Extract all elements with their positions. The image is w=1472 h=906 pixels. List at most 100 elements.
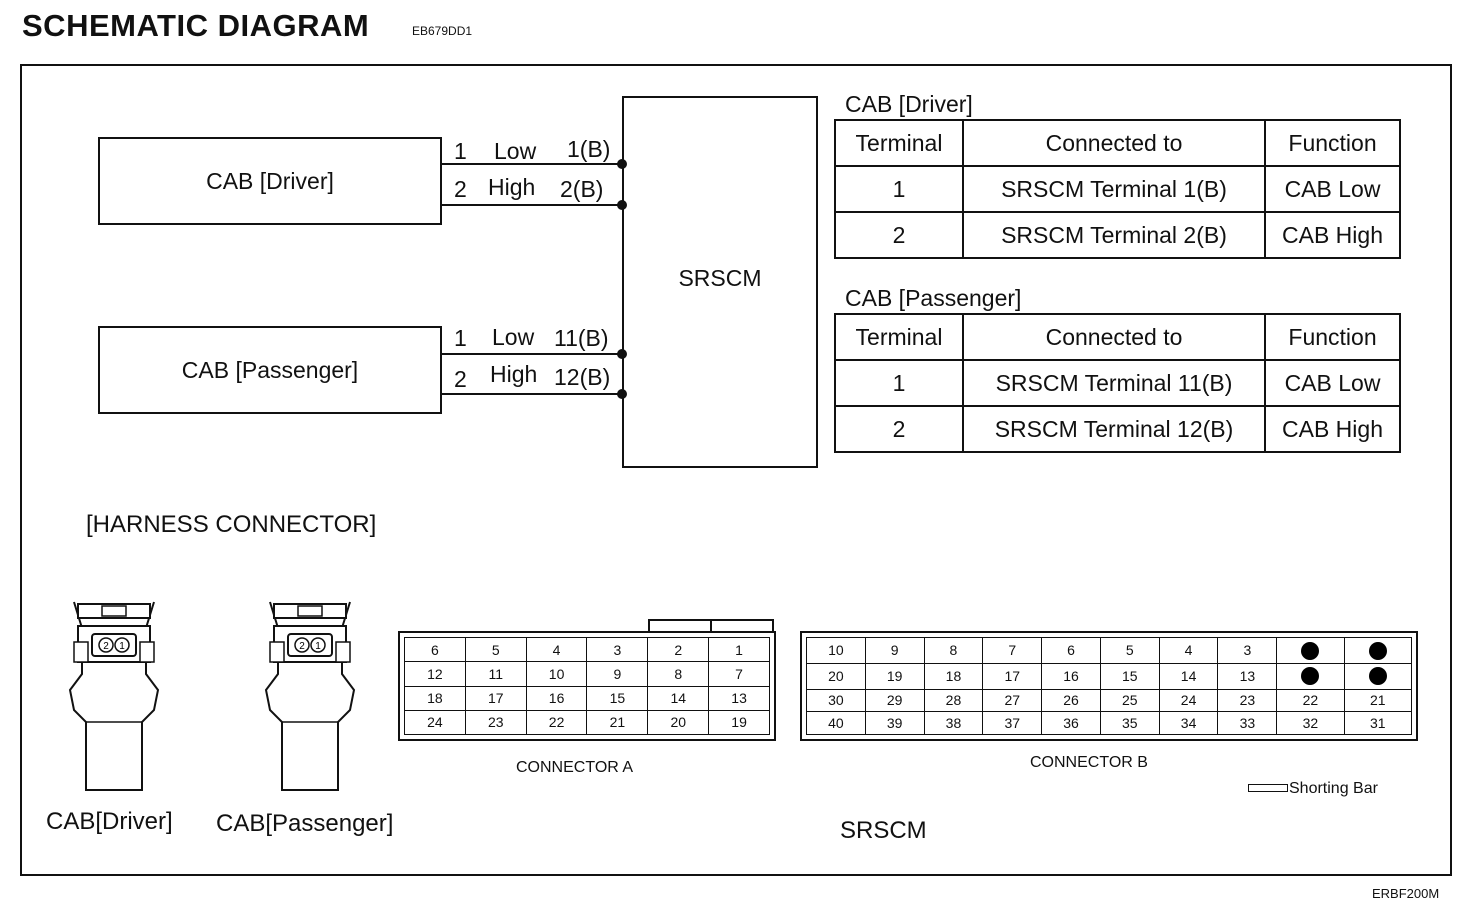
connector-pin: 22 bbox=[525, 709, 588, 736]
connector-pin: 5 bbox=[1099, 637, 1160, 664]
shorting-bar-swatch bbox=[1248, 784, 1288, 792]
wire-name-label: High bbox=[488, 174, 536, 200]
connector-pin: 16 bbox=[1041, 662, 1101, 690]
wire-pin-label: 2 bbox=[454, 176, 467, 202]
junction-dot bbox=[617, 159, 627, 169]
page-title: SCHEMATIC DIAGRAM bbox=[22, 8, 370, 43]
connector-pin: 33 bbox=[1217, 711, 1278, 735]
wire-term-label: 1(B) bbox=[567, 136, 611, 162]
connector-pin: 32 bbox=[1276, 711, 1345, 735]
connector-pin: 13 bbox=[708, 685, 770, 711]
connector-pin: 37 bbox=[982, 711, 1043, 735]
connector-pin: 17 bbox=[982, 662, 1043, 690]
connector-a-key bbox=[648, 619, 774, 633]
connector-pin: 39 bbox=[864, 711, 925, 735]
connector-pin: 14 bbox=[1158, 662, 1219, 690]
junction-dot bbox=[617, 389, 627, 399]
wire-pin-label: 2 bbox=[454, 366, 467, 392]
connector-pin: 17 bbox=[464, 685, 527, 711]
connector-pin: 5 bbox=[464, 636, 527, 663]
connector-pin: 19 bbox=[708, 709, 770, 736]
terminal-table-passenger: Terminal Connected to Function 1 SRSCM T… bbox=[834, 313, 1401, 453]
connector-pin: 15 bbox=[1099, 662, 1160, 690]
table-header: Terminal bbox=[834, 313, 964, 361]
connector-pin: 7 bbox=[982, 637, 1043, 664]
table-title-driver: CAB [Driver] bbox=[845, 91, 973, 117]
connector-pin: 27 bbox=[982, 688, 1043, 713]
connector-pin: 24 bbox=[1158, 688, 1219, 713]
wire-name-label: Low bbox=[494, 138, 537, 164]
connector-pin: 13 bbox=[1217, 662, 1278, 690]
connector-pin: 19 bbox=[864, 662, 925, 690]
connector-pin: 1 bbox=[708, 636, 770, 663]
pin-label: 2 bbox=[299, 641, 305, 652]
pin-label: 1 bbox=[119, 641, 125, 652]
wire-term-label: 12(B) bbox=[554, 364, 611, 390]
connector-pin: 25 bbox=[1099, 688, 1160, 713]
wire-pin-label: 1 bbox=[454, 138, 467, 164]
connector-pin: 8 bbox=[923, 637, 984, 664]
terminal-table-driver: Terminal Connected to Function 1 SRSCM T… bbox=[834, 119, 1401, 259]
pin-label: 2 bbox=[103, 641, 109, 652]
connector-pin: 4 bbox=[1158, 637, 1219, 664]
connector-pin: 28 bbox=[923, 688, 984, 713]
table-cell: CAB High bbox=[1264, 211, 1401, 259]
table-header: Terminal bbox=[834, 119, 964, 167]
table-title-passenger: CAB [Passenger] bbox=[845, 285, 1022, 311]
junction-dot bbox=[617, 200, 627, 210]
srscm-label: SRSCM bbox=[678, 264, 762, 291]
connector-pin: 9 bbox=[586, 661, 649, 687]
table-cell: SRSCM Terminal 12(B) bbox=[962, 405, 1266, 453]
connector-pin: 2 bbox=[647, 636, 710, 663]
connector-pin: 30 bbox=[806, 688, 866, 713]
shorted-pin-dot bbox=[1343, 662, 1413, 690]
table-cell: 1 bbox=[834, 359, 964, 407]
connector-pin: 10 bbox=[525, 661, 588, 687]
connector-pin: 38 bbox=[923, 711, 984, 735]
connector-pin: 23 bbox=[464, 709, 527, 736]
wire-passenger-high bbox=[442, 393, 624, 395]
connector-b-caption: CONNECTOR B bbox=[1030, 754, 1148, 771]
table-header: Connected to bbox=[962, 313, 1266, 361]
figure-code: ERBF200M bbox=[1372, 886, 1440, 901]
connector-pin: 20 bbox=[806, 662, 866, 690]
connector-pin: 26 bbox=[1041, 688, 1101, 713]
harness-connector-title: [HARNESS CONNECTOR] bbox=[86, 511, 377, 538]
wire-name-label: Low bbox=[492, 324, 535, 350]
cab-passenger-label: CAB [Passenger] bbox=[181, 356, 359, 383]
cab-passenger-box: CAB [Passenger] bbox=[98, 326, 442, 414]
connector-pin: 21 bbox=[1343, 688, 1413, 713]
diagram-frame bbox=[20, 64, 1452, 876]
connector-pin: 31 bbox=[1343, 711, 1413, 735]
connector-pin: 7 bbox=[708, 661, 770, 687]
connector-pin: 36 bbox=[1041, 711, 1101, 735]
wire-name-label: High bbox=[490, 361, 538, 387]
wire-driver-high bbox=[442, 204, 624, 206]
connector-pin: 24 bbox=[404, 709, 466, 736]
junction-dot bbox=[617, 349, 627, 359]
connector-pin: 29 bbox=[864, 688, 925, 713]
connector-pin: 12 bbox=[404, 661, 466, 687]
table-header: Function bbox=[1264, 119, 1401, 167]
diagram-code: EB679DD1 bbox=[412, 24, 473, 38]
connector-pin: 9 bbox=[864, 637, 925, 664]
shorting-bar-label: Shorting Bar bbox=[1289, 780, 1378, 797]
wire-pin-label: 1 bbox=[454, 325, 467, 351]
connector-pin: 20 bbox=[647, 709, 710, 736]
srscm-box: SRSCM bbox=[622, 96, 818, 468]
table-header: Function bbox=[1264, 313, 1401, 361]
connector-pin: 14 bbox=[647, 685, 710, 711]
connector-pin: 6 bbox=[1041, 637, 1101, 664]
connector-pin: 3 bbox=[586, 636, 649, 663]
srscm-caption: SRSCM bbox=[840, 817, 927, 844]
cab-driver-caption: CAB[Driver] bbox=[46, 808, 173, 835]
table-cell: 2 bbox=[834, 405, 964, 453]
